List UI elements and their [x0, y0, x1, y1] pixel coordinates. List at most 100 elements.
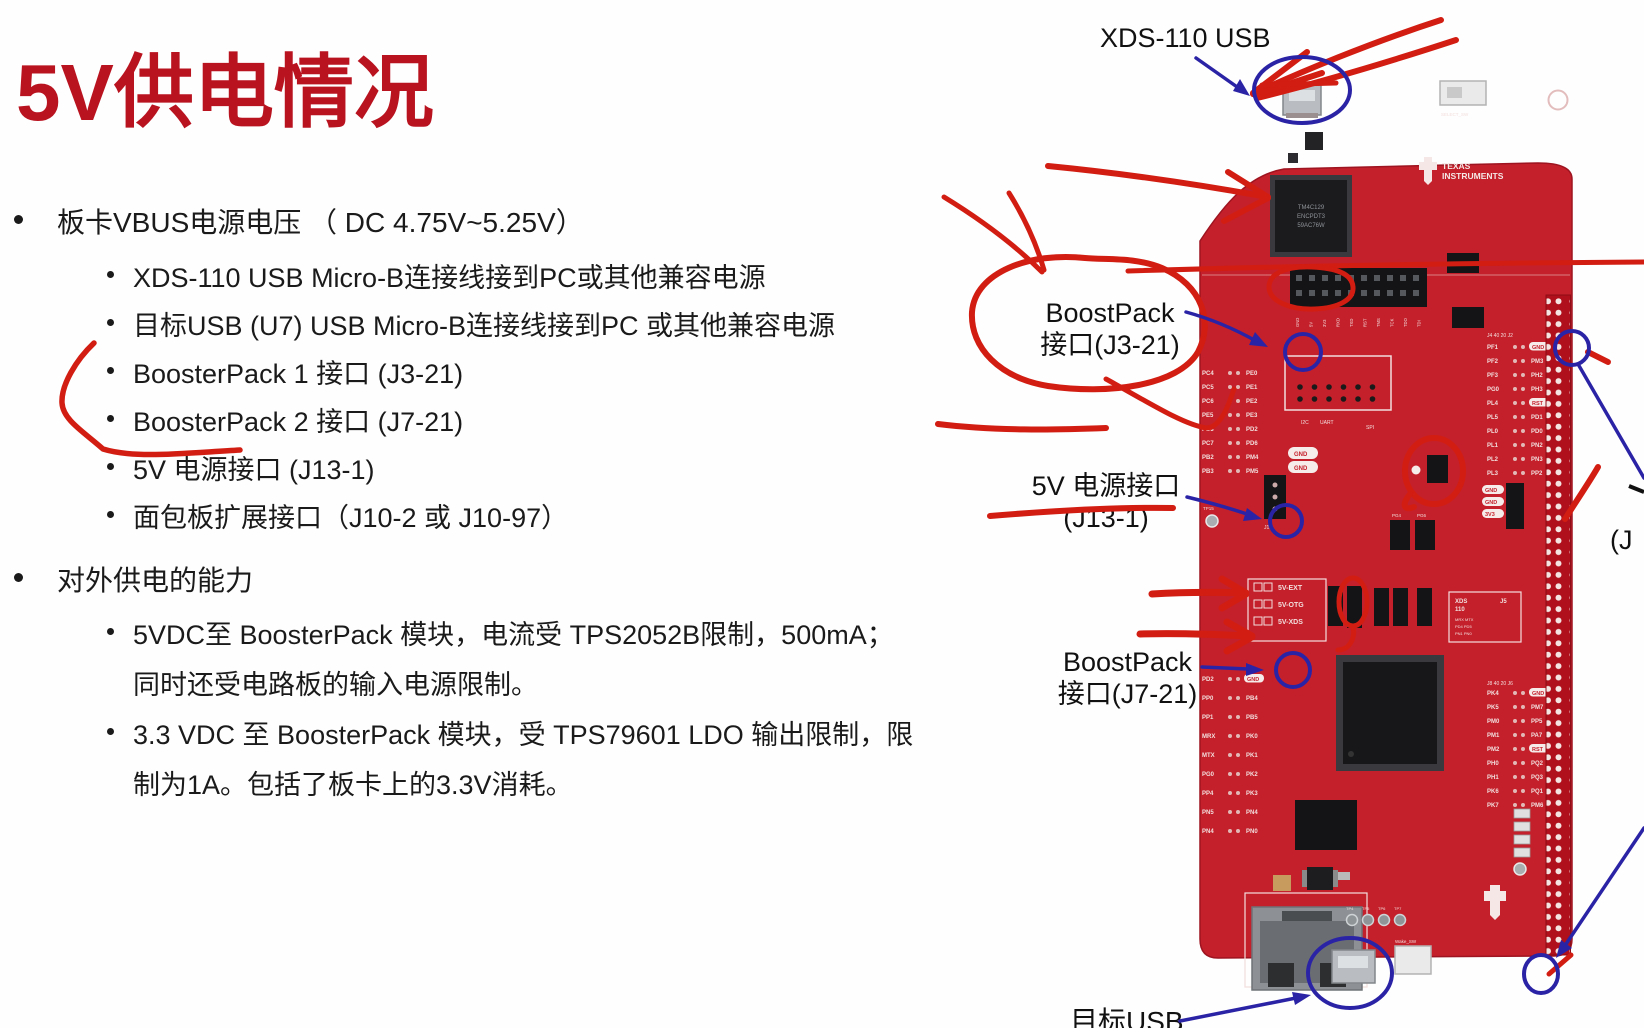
svg-text:PC4: PC4	[1202, 371, 1214, 377]
bullet-dot	[107, 318, 114, 326]
svg-text:TMS: TMS	[1376, 318, 1381, 327]
svg-text:PF1: PF1	[1487, 345, 1499, 351]
svg-text:PQ1: PQ1	[1531, 789, 1544, 795]
svg-text:PH1: PH1	[1487, 775, 1499, 781]
blue-line-right-down	[1576, 362, 1644, 480]
jp2-jumper	[1411, 455, 1448, 483]
svg-text:PL5: PL5	[1487, 415, 1499, 421]
svg-text:TDI: TDI	[1417, 320, 1422, 327]
red-circle-header	[1266, 264, 1356, 312]
small-ic	[1288, 153, 1298, 163]
blue-arrowhead-5v	[1243, 508, 1262, 521]
bullet-item: 5V 电源接口 (J13-1)	[105, 445, 1005, 495]
red-stroke-down-b	[1006, 190, 1047, 273]
svg-text:PM3: PM3	[1531, 359, 1544, 365]
svg-text:PB3: PB3	[1202, 469, 1214, 475]
svg-text:5V-XDS: 5V-XDS	[1278, 619, 1303, 626]
pcb-board-image: SELECT_SW TEXAS INSTRUMENTS TM4C129 ENCP…	[1199, 80, 1573, 991]
svg-text:UART: UART	[1320, 420, 1334, 426]
svg-text:PC5: PC5	[1202, 385, 1214, 391]
blue-circle-xds-usb	[1252, 55, 1352, 125]
red-diagonal-hook	[1103, 376, 1237, 431]
red-arrow-5vext	[1148, 575, 1250, 612]
bullet-text: 5VDC至 BoosterPack 模块，电流受 TPS2052B限制，500m…	[133, 620, 894, 700]
svg-text:PK6: PK6	[1487, 789, 1499, 795]
blue-pen-annotations	[1178, 55, 1644, 1023]
svg-text:RXD: RXD	[1336, 318, 1341, 327]
rail-header: GND GND 3V3	[1482, 483, 1524, 529]
svg-text:PD2: PD2	[1246, 427, 1258, 433]
svg-text:GND: GND	[1485, 500, 1497, 506]
svg-text:PH2: PH2	[1531, 373, 1543, 379]
bullet-dot	[107, 727, 114, 735]
svg-text:PQ2: PQ2	[1531, 761, 1544, 767]
footprint-silk: I2C UART SPI	[1284, 355, 1392, 431]
svg-text:RST: RST	[1363, 318, 1368, 327]
red-circle-jumper-tail	[1335, 623, 1357, 653]
blue-line-right-up	[1560, 826, 1644, 952]
bullet-item: 5VDC至 BoosterPack 模块，电流受 TPS2052B限制，500m…	[105, 610, 1005, 710]
svg-text:PG0: PG0	[1202, 772, 1215, 778]
svg-text:PE0: PE0	[1246, 371, 1258, 377]
bullet-text: 3.3 VDC 至 BoosterPack 模块，受 TPS79601 LDO …	[133, 720, 914, 800]
red-circle-jp2	[1402, 435, 1466, 507]
svg-text:PM0: PM0	[1487, 719, 1500, 725]
svg-text:3V3: 3V3	[1485, 512, 1495, 518]
power-select-switch	[1439, 80, 1487, 106]
svg-text:PM4: PM4	[1246, 455, 1259, 461]
svg-text:PK5: PK5	[1487, 705, 1499, 711]
bullet-dot	[14, 572, 23, 582]
blue-line-5v	[1185, 495, 1252, 517]
svg-text:PE3: PE3	[1246, 413, 1258, 419]
target-mcu-chip	[1336, 655, 1444, 771]
svg-text:TDO: TDO	[1403, 317, 1408, 327]
mid-jumpers: PG4 PG6	[1390, 513, 1435, 550]
svg-text:3V3: 3V3	[1322, 319, 1327, 327]
pcb-substrate	[1199, 162, 1573, 959]
svg-text:TP5: TP5	[1362, 906, 1370, 911]
svg-text:PP4: PP4	[1202, 791, 1214, 797]
blue-circle-top-right-pin	[1553, 329, 1591, 367]
page-title: 5V供电情况	[16, 48, 434, 137]
svg-text:PP1: PP1	[1202, 715, 1214, 721]
svg-text:PN2: PN2	[1531, 443, 1543, 449]
bullet-item: BoosterPack 2 接口 (J7-21)	[105, 397, 1005, 447]
ethernet-jack	[1244, 892, 1368, 991]
resistor-stack	[1513, 808, 1531, 858]
capacitor	[1273, 875, 1291, 891]
svg-text:MRX MTX: MRX MTX	[1455, 617, 1474, 622]
svg-text:TP4: TP4	[1346, 906, 1354, 911]
bullet-dot	[107, 510, 114, 518]
svg-text:PK2: PK2	[1246, 772, 1258, 778]
svg-text:PK1: PK1	[1246, 753, 1258, 759]
j13-header: GND GND J13	[1264, 447, 1318, 531]
bullet-dot	[107, 414, 114, 422]
small-ic	[1305, 132, 1323, 150]
svg-text:TEXAS: TEXAS	[1442, 161, 1471, 171]
svg-text:PL0: PL0	[1487, 429, 1499, 435]
bullet-text: 目标USB (U7) USB Micro-B连接线接到PC 或其他兼容电源	[133, 311, 836, 341]
bullet-text: XDS-110 USB Micro-B连接线接到PC或其他兼容电源	[133, 263, 766, 293]
bullet-item: 板卡VBUS电源电压 （ DC 4.75V~5.25V）	[12, 198, 912, 248]
svg-text:PN5: PN5	[1202, 810, 1214, 816]
svg-text:GND: GND	[1532, 345, 1544, 351]
svg-text:PK0: PK0	[1246, 734, 1258, 740]
svg-text:PH3: PH3	[1531, 387, 1543, 393]
svg-text:PL4: PL4	[1487, 401, 1499, 407]
bullet-item: BoosterPack 1 接口 (J3-21)	[105, 349, 1005, 399]
svg-text:PM6: PM6	[1531, 803, 1544, 809]
svg-text:5V-OTG: 5V-OTG	[1278, 602, 1304, 609]
bullet-text: BoosterPack 1 接口 (J3-21)	[133, 359, 464, 389]
capacitor	[1338, 872, 1350, 880]
clipped-text-fragment	[1628, 484, 1644, 494]
svg-text:TXD: TXD	[1349, 319, 1354, 327]
svg-text:PC6: PC6	[1202, 399, 1214, 405]
blue-arrowhead-target-usb	[1292, 992, 1311, 1005]
blue-line-bp1	[1184, 310, 1258, 343]
svg-text:PM5: PM5	[1246, 469, 1259, 475]
svg-text:I2C: I2C	[1301, 420, 1309, 426]
svg-text:TM4C129: TM4C129	[1298, 205, 1325, 211]
blue-arrowhead-bottom-right	[1556, 940, 1572, 958]
svg-text:PN0: PN0	[1246, 829, 1258, 835]
